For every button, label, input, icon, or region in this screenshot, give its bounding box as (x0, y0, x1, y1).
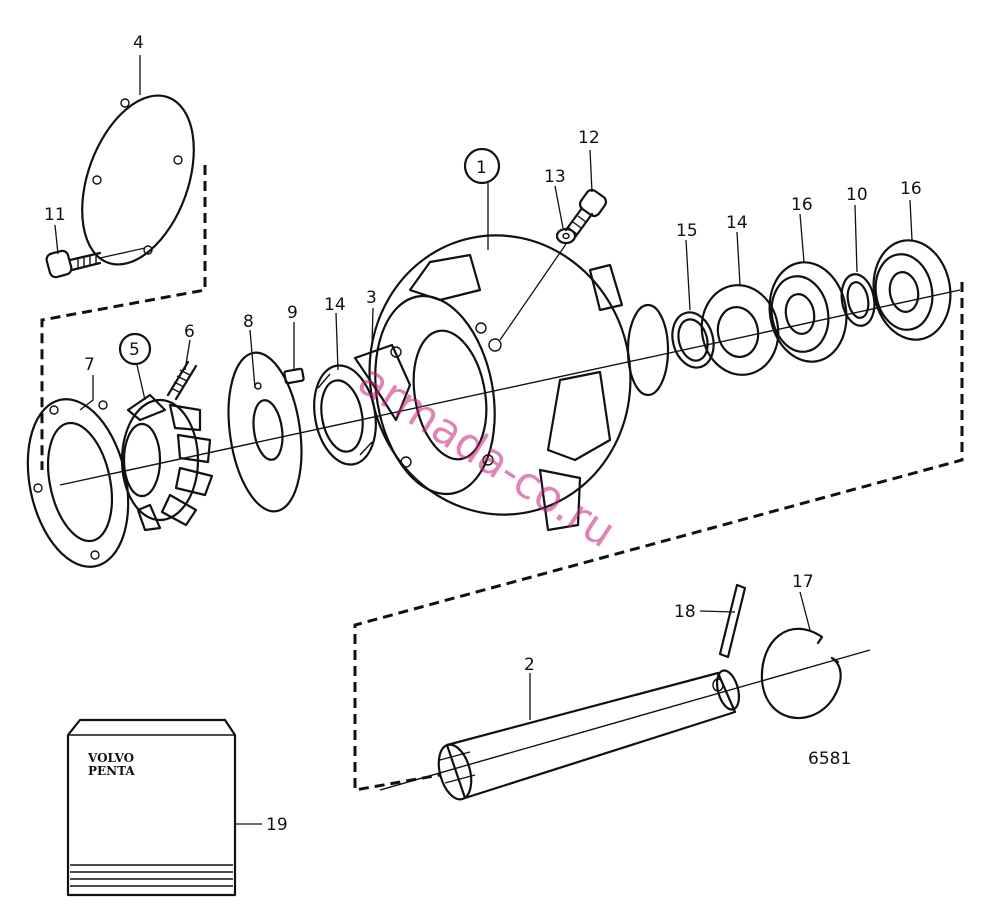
o-ring-part-15 (671, 311, 715, 369)
callout-circle-5 (118, 332, 152, 366)
label-part-18: 18 (674, 602, 696, 622)
label-part-12: 12 (578, 128, 600, 148)
label-part-3: 3 (366, 288, 377, 308)
shaft-axis-line (59, 289, 961, 486)
label-part-19: 19 (266, 815, 288, 835)
label-part-7: 7 (84, 355, 95, 375)
screw-part-11 (45, 247, 146, 279)
impeller-part-5 (120, 393, 214, 532)
label-part-8: 8 (243, 312, 254, 332)
pin-part-18 (718, 583, 747, 659)
washer-part-13 (555, 227, 577, 245)
figure-number: 6581 (808, 749, 851, 769)
leader-12-13-to-housing (499, 243, 567, 341)
label-part-14-left: 14 (324, 295, 346, 315)
kit-package-part-19 (66, 718, 237, 897)
spring-part-6 (166, 360, 198, 401)
part-labels: 4 11 7 5 6 8 9 14 3 1 12 13 15 14 16 10 … (44, 33, 922, 835)
cover-plate-part-4 (81, 94, 195, 266)
key-part-9 (283, 367, 305, 385)
cam-part-3 (353, 343, 412, 422)
screw-part-12 (564, 188, 608, 238)
label-part-16-right: 16 (900, 179, 922, 199)
volvo-logo-text: VOLVO (87, 751, 134, 765)
callout-circle-1 (463, 147, 501, 185)
label-part-13: 13 (544, 167, 566, 187)
label-part-10: 10 (846, 185, 868, 205)
washer-part-8 (227, 351, 303, 513)
bearing-part-16-right (872, 239, 952, 341)
label-part-15: 15 (676, 221, 698, 241)
label-part-2: 2 (524, 655, 535, 675)
label-part-11: 11 (44, 205, 66, 225)
label-part-17: 17 (792, 572, 814, 592)
lower-shaft-axis-line (379, 649, 871, 791)
bearing-part-16-left (768, 261, 848, 363)
label-part-5: 5 (129, 340, 140, 360)
circlip-part-17 (760, 627, 842, 720)
label-part-4: 4 (133, 33, 144, 53)
leader-lines (54, 55, 913, 825)
label-part-16-left: 16 (791, 195, 813, 215)
gasket-part-7 (26, 398, 130, 568)
assembly-outline-dashed (40, 165, 964, 792)
label-part-6: 6 (184, 322, 195, 342)
label-part-14-right: 14 (726, 213, 748, 233)
penta-logo-text: PENTA (88, 764, 135, 778)
label-part-9: 9 (287, 303, 298, 323)
pump-housing-part-1 (368, 234, 670, 532)
shaft-part-2 (437, 669, 741, 801)
label-part-1: 1 (476, 158, 487, 178)
seal-part-14-right (700, 284, 780, 376)
